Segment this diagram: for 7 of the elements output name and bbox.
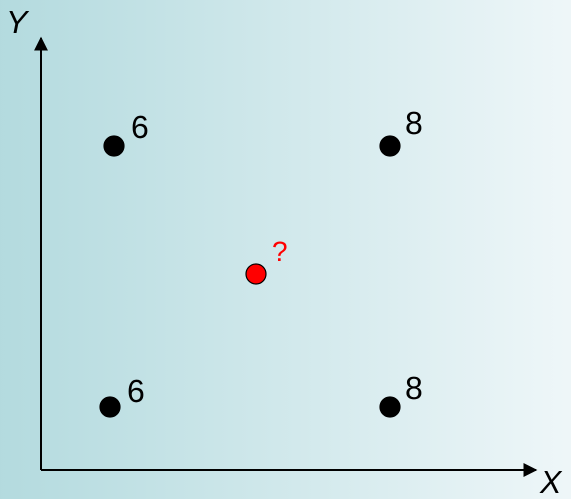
point-value: 8	[405, 107, 423, 139]
point-value: ?	[272, 238, 288, 266]
point-value: 6	[127, 375, 145, 407]
point-value: 6	[131, 111, 149, 143]
point-value: 8	[405, 372, 423, 404]
axis-label: Y	[6, 6, 28, 38]
axis-label: X	[540, 466, 562, 498]
